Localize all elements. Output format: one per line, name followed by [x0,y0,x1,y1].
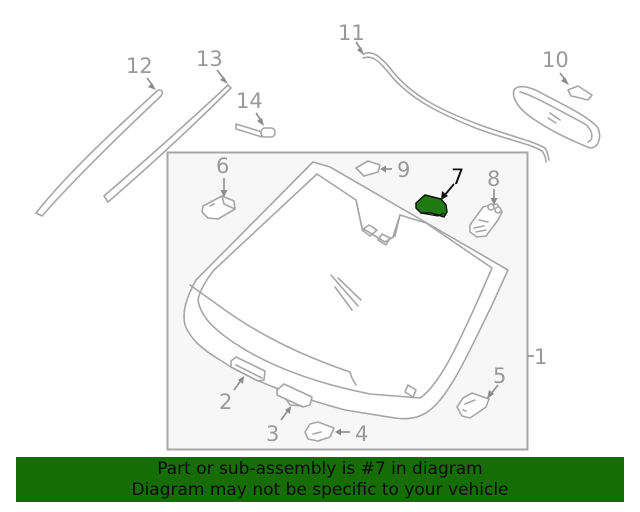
info-banner: Part or sub-assembly is #7 in diagram Di… [16,457,624,502]
callout-8-label: 8 [487,167,500,191]
bracket-icon [276,383,313,408]
bracket-icon [230,356,266,382]
pin-icon [235,123,276,138]
banner-line-1: Part or sub-assembly is #7 in diagram [157,459,483,479]
clip-icon [456,392,490,419]
sensor-bracket-icon [469,203,503,238]
callout-6-label: 6 [216,154,229,178]
callout-7-label: 7 [451,165,464,189]
highlighted-bracket-icon [415,194,448,218]
callout-13-label: 13 [196,47,223,71]
banner-line-2: Diagram may not be specific to your vehi… [131,480,509,500]
side-molding-retainer-icon [103,84,232,203]
callout-2-label: 2 [219,390,232,414]
windshield-icon [183,161,509,420]
upper-molding-icon [362,52,550,163]
callout-12-label: 12 [126,54,153,78]
callout-11-label: 11 [338,21,365,45]
callout-14-label: 14 [236,89,263,113]
callout-1-label: 1 [534,345,547,369]
callout-5-label: 5 [493,364,506,388]
callout-10-label: 10 [542,48,569,72]
pad-icon [355,160,381,177]
side-molding-icon [35,89,164,217]
callout-3-label: 3 [266,422,279,446]
callout-9-label: 9 [397,158,410,182]
callout-4-label: 4 [355,422,368,446]
rear-view-mirror-icon [512,85,601,149]
clip-icon [304,421,335,442]
